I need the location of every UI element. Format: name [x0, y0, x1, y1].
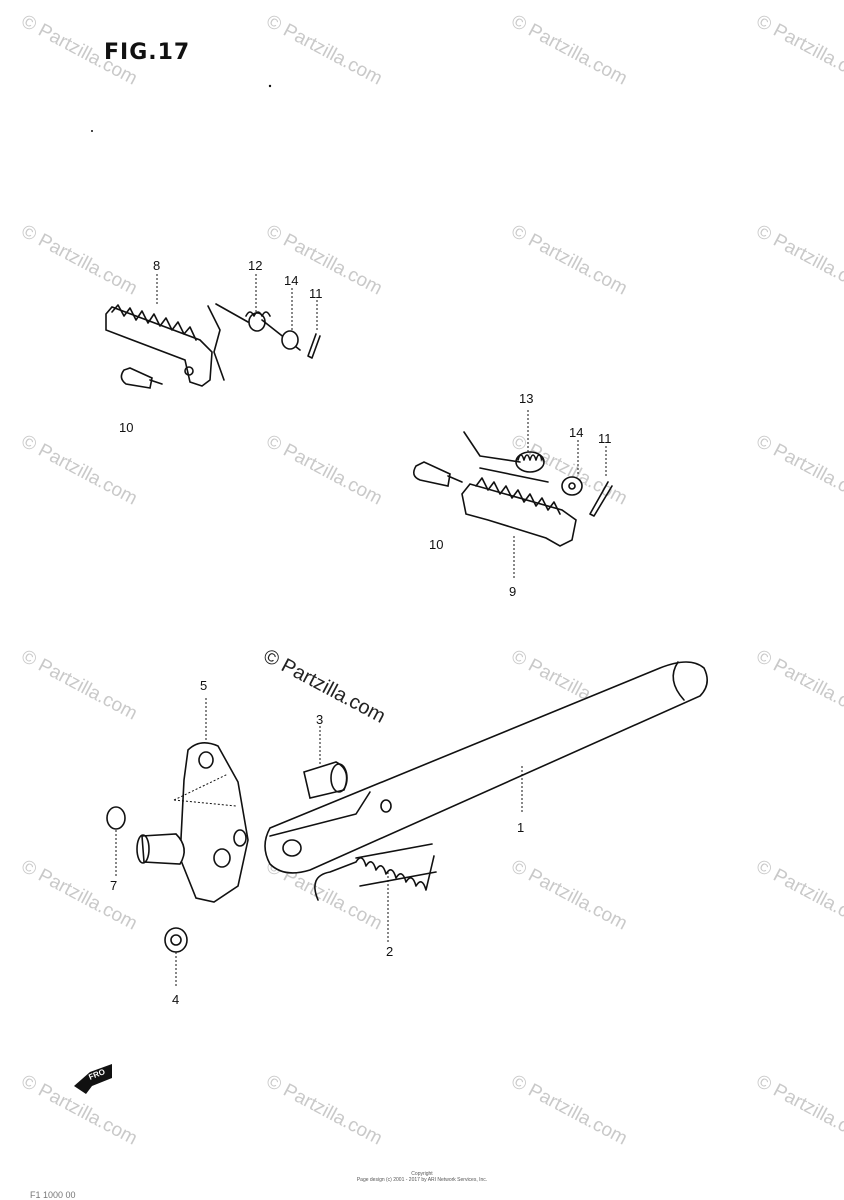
- stand-bracket[interactable]: [179, 742, 249, 903]
- callout: 10: [429, 537, 443, 552]
- watermark: © Partzilla.com: [263, 221, 386, 300]
- callout: 11: [598, 431, 612, 446]
- callout: 4: [172, 992, 179, 1007]
- front-arrow: FRO: [74, 1064, 112, 1094]
- pin-left[interactable]: [120, 367, 153, 389]
- bolt-7[interactable]: [141, 833, 185, 865]
- watermark: © Partzilla.com: [263, 1071, 386, 1150]
- callout: 7: [110, 878, 117, 893]
- side-stand[interactable]: [264, 661, 708, 874]
- nut-hole: [170, 934, 182, 946]
- callout: 11: [309, 286, 323, 301]
- spring-right-arms: [463, 431, 549, 483]
- watermark: © Partzilla.com: [508, 431, 631, 510]
- watermark: © Partzilla.com: [753, 646, 844, 725]
- callout: 14: [284, 273, 298, 288]
- speck: [268, 84, 272, 88]
- washer-right[interactable]: [561, 476, 583, 496]
- stand-spring-hook: [380, 799, 392, 813]
- pin-right[interactable]: [412, 461, 451, 487]
- footer-copyright: Copyright Page design (c) 2001 - 2017 by…: [0, 1171, 844, 1183]
- side-stand-group: [106, 661, 708, 986]
- watermark: © Partzilla.com: [18, 221, 141, 300]
- guide-line: [173, 773, 237, 807]
- watermark: © Partzilla.com: [753, 11, 844, 90]
- stand-pivot-hole: [282, 839, 302, 857]
- stand-foot: [672, 661, 685, 701]
- callout: 13: [519, 391, 533, 406]
- washer-left[interactable]: [281, 330, 299, 350]
- footrest-right[interactable]: [461, 483, 577, 547]
- stand-spring[interactable]: [314, 855, 435, 901]
- cotter-pin-left[interactable]: [307, 333, 321, 359]
- washer-hole: [568, 482, 576, 490]
- footer-line: Copyright: [411, 1171, 433, 1177]
- watermark: © Partzilla.com: [508, 1071, 631, 1150]
- callout: 9: [509, 584, 516, 599]
- washer-7[interactable]: [106, 806, 126, 830]
- pin-shaft: [447, 475, 463, 483]
- watermark: © Partzilla.com: [753, 431, 844, 510]
- footer-code: F1 1000 00: [30, 1190, 76, 1200]
- footrest-hole: [184, 366, 194, 376]
- watermark: © Partzilla.com: [263, 11, 386, 90]
- bracket-hole: [198, 751, 214, 769]
- watermark: © Partzilla.com: [753, 856, 844, 935]
- callout: 3: [316, 712, 323, 727]
- footrest-teeth: [111, 304, 197, 341]
- callout: 5: [200, 678, 207, 693]
- callout: 1: [517, 820, 524, 835]
- callout: 12: [248, 258, 262, 273]
- watermark: © Partzilla.com: [18, 856, 141, 935]
- watermark: © Partzilla.com: [508, 856, 631, 935]
- footer-line: Page design (c) 2001 - 2017 by ARI Netwo…: [356, 1177, 488, 1183]
- spring-outline: [355, 843, 437, 887]
- bolt-head: [136, 834, 150, 864]
- footrest-teeth: [475, 477, 561, 515]
- spring-right[interactable]: [517, 454, 543, 461]
- watermark: © Partzilla.com: [18, 11, 141, 90]
- spring-coil: [515, 451, 545, 473]
- cotter-pin-right[interactable]: [589, 481, 613, 517]
- watermark: © Partzilla.com: [753, 1071, 844, 1150]
- nut-4[interactable]: [164, 927, 188, 953]
- front-arrow-icon: [74, 1064, 112, 1094]
- spring-coil: [248, 312, 266, 332]
- callout: 14: [569, 425, 583, 440]
- watermark: © Partzilla.com: [18, 431, 141, 510]
- bracket-line: [207, 305, 225, 381]
- watermark: © Partzilla.com: [508, 221, 631, 300]
- watermark: © Partzilla.com: [508, 11, 631, 90]
- bracket-hole: [233, 829, 247, 847]
- callouts: 8 12 14 11 10 13 14 11 10 9 5 3 1 7 2 4: [110, 258, 612, 1007]
- figure-title: FIG.17: [104, 40, 191, 65]
- callout: 10: [119, 420, 133, 435]
- watermark-layer: © Partzilla.com © Partzilla.com © Partzi…: [18, 11, 844, 1150]
- footrest-right-group: [412, 410, 613, 580]
- watermark: © Partzilla.com: [753, 221, 844, 300]
- pin-shaft: [149, 379, 163, 385]
- callout: 2: [386, 944, 393, 959]
- footrest-left[interactable]: [105, 306, 213, 387]
- bracket-line: [269, 791, 371, 837]
- watermark: © Partzilla.com: [18, 646, 141, 725]
- bolt-head: [330, 763, 348, 793]
- watermark: © Partzilla.com: [263, 431, 386, 510]
- watermark-center: © Partzilla.com: [260, 645, 389, 728]
- speck: [91, 130, 93, 132]
- bracket-hole: [213, 848, 231, 868]
- callout: 8: [153, 258, 160, 273]
- footrest-left-group: [105, 274, 321, 389]
